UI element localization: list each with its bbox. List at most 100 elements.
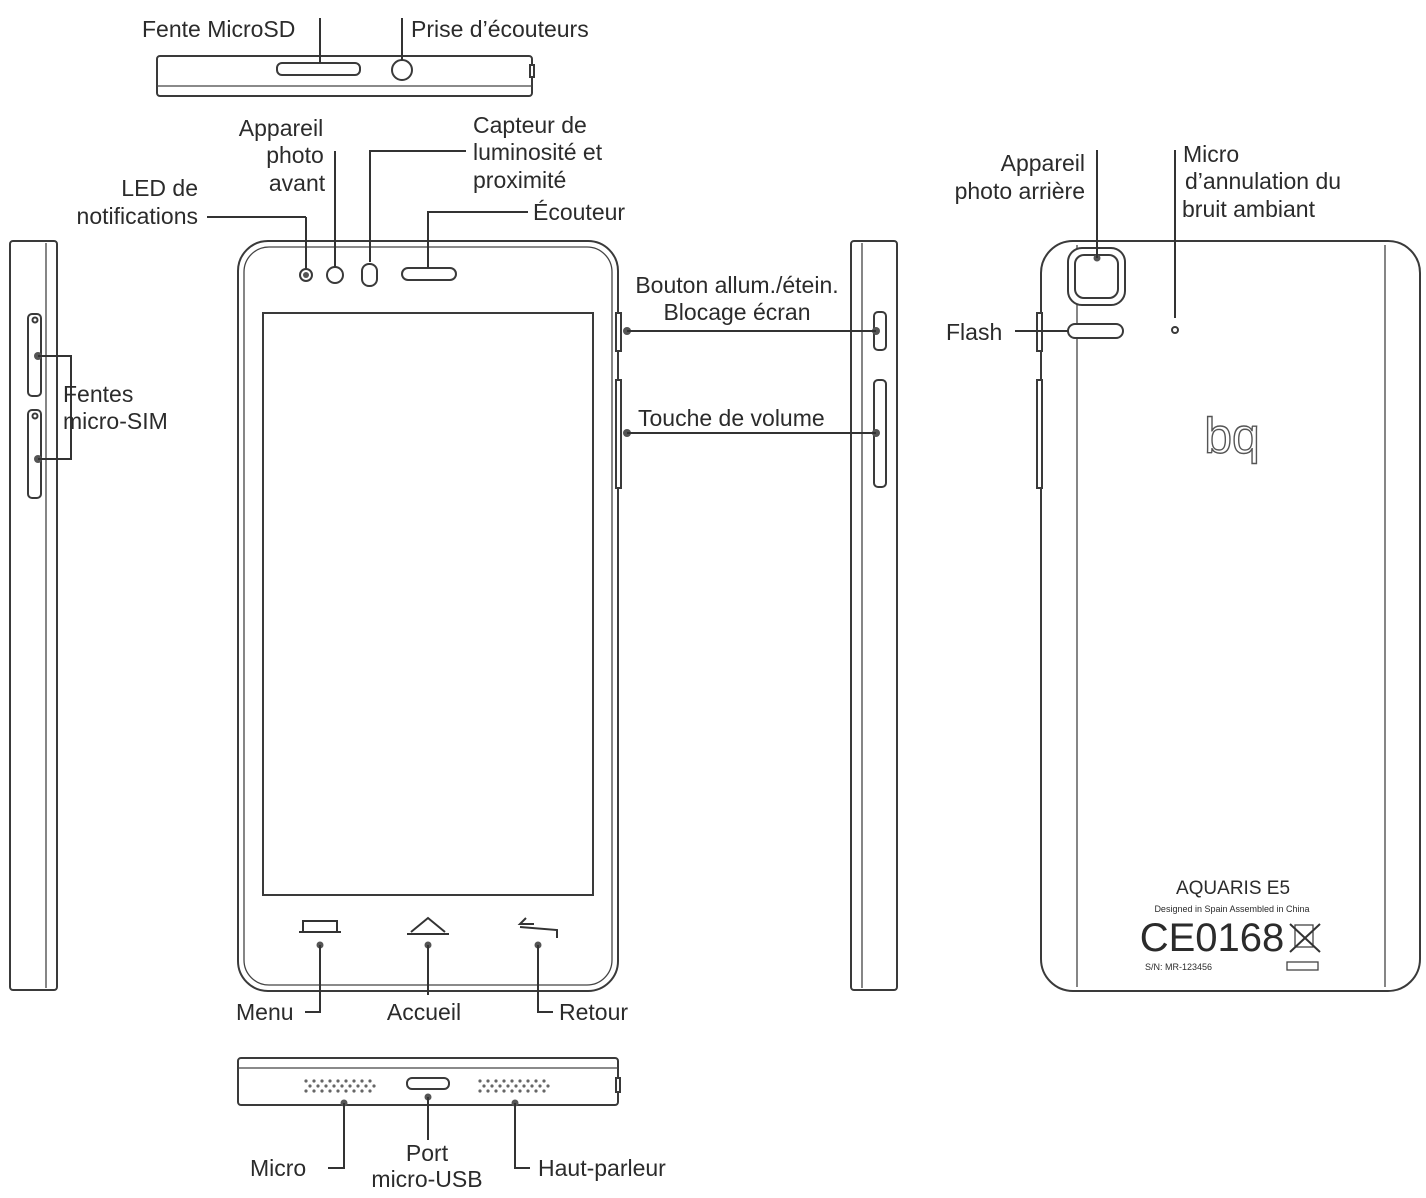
speaker-grill <box>478 1079 550 1093</box>
barcode-box <box>1286 961 1319 971</box>
grill-hole <box>486 1089 490 1093</box>
grill-hole <box>526 1089 530 1093</box>
grill-hole <box>304 1079 308 1083</box>
grill-hole <box>336 1089 340 1093</box>
grill-hole <box>486 1079 490 1083</box>
top-edge-view: Fente MicroSD Prise d’écouteurs <box>142 16 589 97</box>
grill-hole <box>526 1079 530 1083</box>
grill-hole <box>324 1084 328 1088</box>
grill-hole <box>514 1084 518 1088</box>
label-light-sensor-line3: proximité <box>473 167 566 193</box>
label-front-camera-line2: photo <box>266 142 324 168</box>
label-usb-port-line2: micro-USB <box>371 1166 482 1192</box>
earpiece-shape <box>401 267 457 281</box>
grill-hole <box>518 1089 522 1093</box>
label-microsd-slot: Fente MicroSD <box>142 16 295 42</box>
home-key-icon <box>407 916 449 935</box>
grill-hole <box>542 1079 546 1083</box>
label-front-camera-line3: avant <box>269 170 326 196</box>
front-view: Appareil photo avant Capteur de luminosi… <box>77 112 629 1025</box>
grill-hole <box>494 1089 498 1093</box>
grill-hole <box>522 1084 526 1088</box>
right-side-view: Bouton allum./étein. Blocage écran Touch… <box>623 240 898 991</box>
grill-hole <box>542 1089 546 1093</box>
weee-bin-icon <box>1289 923 1321 953</box>
flash-shape <box>1067 323 1124 339</box>
grill-hole <box>304 1089 308 1093</box>
grill-hole <box>336 1079 340 1083</box>
grill-hole <box>372 1084 376 1088</box>
label-rear-camera-line1: Appareil <box>1001 150 1085 176</box>
label-usb-port-line1: Port <box>406 1140 449 1166</box>
grill-hole <box>498 1084 502 1088</box>
label-noise-mic-line1: Micro <box>1183 141 1239 167</box>
grill-hole <box>360 1079 364 1083</box>
label-noise-mic-line2: d’annulation du <box>1185 168 1341 194</box>
label-light-sensor-line1: Capteur de <box>473 112 587 138</box>
label-speaker: Haut-parleur <box>538 1155 666 1181</box>
menu-key-icon <box>299 920 341 933</box>
label-light-sensor-line2: luminosité et <box>473 139 603 165</box>
label-notification-led-line1: LED de <box>121 175 198 201</box>
label-home: Accueil <box>387 999 461 1025</box>
grill-hole <box>510 1079 514 1083</box>
bottom-edge-view: Micro Port micro-USB Haut-parleur <box>237 1057 666 1192</box>
label-front-camera-line1: Appareil <box>239 115 323 141</box>
grill-hole <box>502 1079 506 1083</box>
grill-hole <box>490 1084 494 1088</box>
label-sim-slots-line1: Fentes <box>63 381 133 407</box>
left-side-view: Fentes micro-SIM <box>9 240 168 991</box>
grill-hole <box>320 1079 324 1083</box>
grill-hole <box>482 1084 486 1088</box>
serial-number: S/N: MR-123456 <box>1145 962 1212 972</box>
grill-hole <box>546 1084 550 1088</box>
microsd-slot-shape <box>276 62 361 76</box>
label-notification-led-line2: notifications <box>77 203 198 229</box>
label-power-button-line1: Bouton allum./étein. <box>635 272 838 298</box>
label-headphone-jack: Prise d’écouteurs <box>411 16 589 42</box>
grill-hole <box>312 1079 316 1083</box>
grill-hole <box>510 1089 514 1093</box>
grill-hole <box>328 1089 332 1093</box>
grill-hole <box>344 1089 348 1093</box>
grill-hole <box>352 1089 356 1093</box>
grill-hole <box>368 1089 372 1093</box>
noise-mic-hole <box>1171 326 1179 334</box>
back-view: Appareil photo arrière Micro d’annulatio… <box>946 141 1421 992</box>
microphone-grill <box>304 1079 376 1093</box>
label-menu: Menu <box>236 999 294 1025</box>
back-key-icon <box>517 917 558 938</box>
grill-hole <box>534 1079 538 1083</box>
grill-hole <box>344 1079 348 1083</box>
front-camera-shape <box>326 266 344 284</box>
label-volume-key: Touche de volume <box>638 405 825 431</box>
grill-hole <box>356 1084 360 1088</box>
usb-port-shape <box>406 1077 450 1090</box>
headphone-jack-shape <box>391 59 413 81</box>
grill-hole <box>478 1079 482 1083</box>
label-rear-camera-line2: photo arrière <box>955 178 1085 204</box>
grill-hole <box>534 1089 538 1093</box>
screen <box>262 312 594 896</box>
ce-certification-mark: CE0168 <box>1140 916 1285 960</box>
grill-hole <box>502 1089 506 1093</box>
grill-hole <box>506 1084 510 1088</box>
label-sim-slots-line2: micro-SIM <box>63 408 168 434</box>
grill-hole <box>530 1084 534 1088</box>
grill-hole <box>320 1089 324 1093</box>
label-noise-mic-line3: bruit ambiant <box>1182 196 1316 222</box>
label-flash: Flash <box>946 319 1002 345</box>
sim-slot-2-shape <box>27 409 42 499</box>
grill-hole <box>308 1084 312 1088</box>
grill-hole <box>352 1079 356 1083</box>
grill-hole <box>340 1084 344 1088</box>
grill-hole <box>478 1089 482 1093</box>
label-earpiece: Écouteur <box>533 199 625 225</box>
brand-logo: bq <box>1204 408 1260 464</box>
grill-hole <box>494 1079 498 1083</box>
grill-hole <box>348 1084 352 1088</box>
label-microphone: Micro <box>250 1155 306 1181</box>
grill-hole <box>360 1089 364 1093</box>
grill-hole <box>364 1084 368 1088</box>
grill-hole <box>312 1089 316 1093</box>
